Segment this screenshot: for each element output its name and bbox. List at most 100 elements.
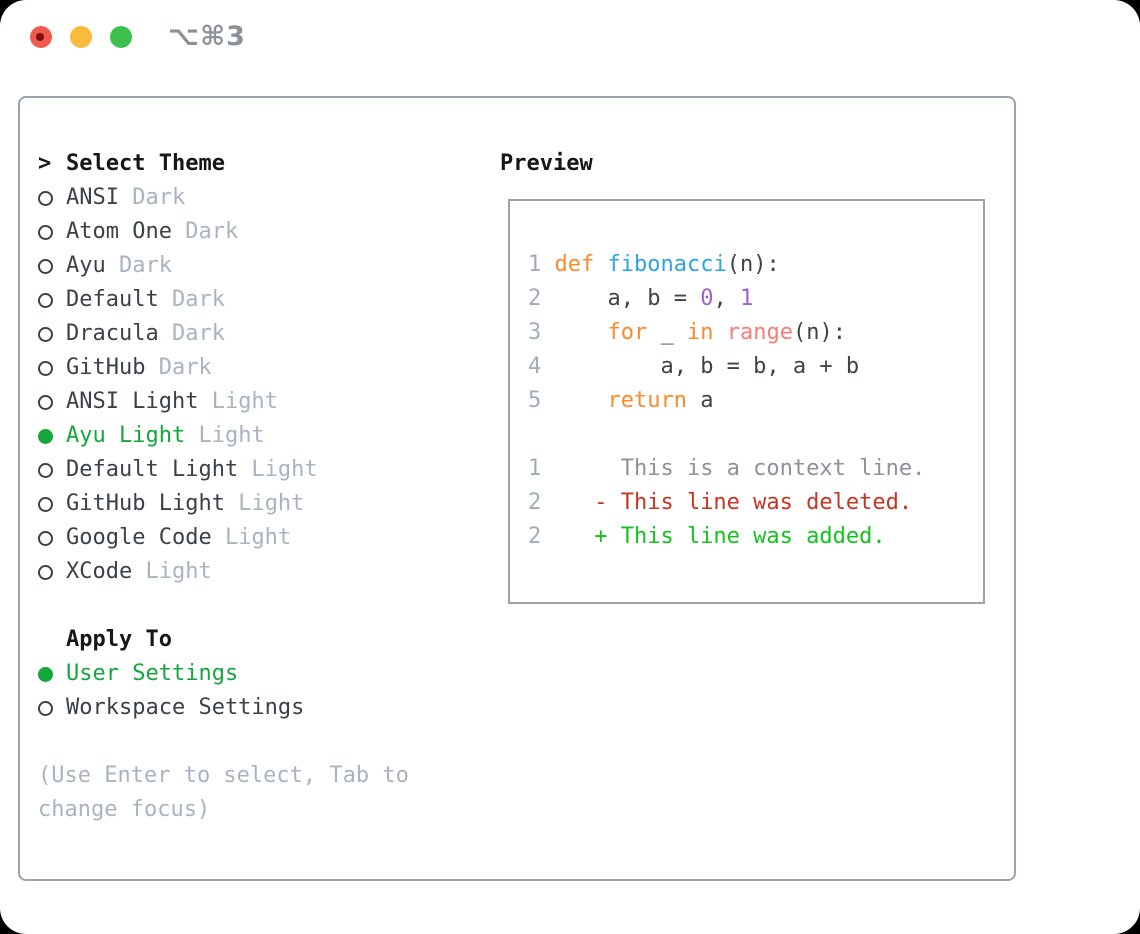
theme-option-default-light[interactable]: Default Light Light xyxy=(38,453,409,487)
theme-variant-label: Light xyxy=(198,389,278,414)
theme-option-github[interactable]: GitHub Dark xyxy=(38,351,409,385)
code-segment: fibonacci xyxy=(607,252,727,277)
radio-icon xyxy=(38,564,53,580)
code-segment xyxy=(713,320,726,345)
theme-name: Google Code xyxy=(66,525,212,550)
apply-to-indent xyxy=(38,623,66,657)
code-segment: a, b = b, a + b xyxy=(541,354,860,379)
code-segment: def xyxy=(554,252,595,277)
theme-variant-label: Dark xyxy=(158,321,225,346)
radio-icon xyxy=(38,258,53,274)
theme-option-ayu[interactable]: Ayu Dark xyxy=(38,249,409,283)
theme-variant-label: Dark xyxy=(158,287,225,312)
minimize-button[interactable] xyxy=(70,26,92,48)
hint-line-1: (Use Enter to select, Tab to xyxy=(38,763,409,788)
preview-code-line: 2 - This line was deleted. xyxy=(528,486,983,520)
apply-to-title: Apply To xyxy=(66,627,172,652)
preview-code-line: 1 This is a context line. xyxy=(528,452,983,486)
radio-icon xyxy=(38,292,53,308)
theme-option-ayu-light[interactable]: Ayu Light Light xyxy=(38,419,409,453)
apply-option-workspace-settings[interactable]: Workspace Settings xyxy=(38,691,409,725)
theme-option-dracula[interactable]: Dracula Dark xyxy=(38,317,409,351)
radio-selected-icon xyxy=(38,666,53,682)
theme-name: Ayu xyxy=(66,253,106,278)
code-segment xyxy=(594,252,607,277)
preview-title: Preview xyxy=(500,151,593,176)
code-segment xyxy=(541,252,554,277)
line-number: 3 xyxy=(528,320,542,345)
code-segment: 0 xyxy=(700,286,714,311)
radio-icon xyxy=(38,394,53,410)
code-segment: (n): xyxy=(792,320,846,345)
theme-name: ANSI xyxy=(66,185,119,210)
theme-option-default[interactable]: Default Dark xyxy=(38,283,409,317)
theme-name: Ayu Light xyxy=(66,423,186,448)
code-segment: in xyxy=(686,320,714,345)
preview-code-line: 3 for _ in range(n): xyxy=(528,316,983,350)
preview-code-line: 2 a, b = 0, 1 xyxy=(528,282,983,316)
line-number: 4 xyxy=(528,354,542,379)
theme-name: XCode xyxy=(66,559,133,584)
radio-icon xyxy=(38,360,53,376)
radio-icon xyxy=(38,326,53,342)
code-segment: return xyxy=(607,388,687,413)
maximize-button[interactable] xyxy=(110,26,132,48)
radio-icon xyxy=(38,190,53,206)
close-dot-icon xyxy=(36,33,44,41)
radio-icon xyxy=(38,462,53,478)
code-segment: a xyxy=(686,388,714,413)
theme-variant-label: Light xyxy=(238,457,318,482)
theme-variant-label: Dark xyxy=(145,355,212,380)
theme-option-google-code[interactable]: Google Code Light xyxy=(38,521,409,555)
code-segment: range xyxy=(726,320,793,345)
select-theme-title: Select Theme xyxy=(66,151,225,176)
theme-variant-label: Dark xyxy=(118,185,186,210)
preview-code-line: 2 + This line was added. xyxy=(528,520,983,554)
code-segment: (n): xyxy=(726,252,780,277)
theme-option-ansi[interactable]: ANSI Dark xyxy=(38,181,409,215)
code-segment: for xyxy=(607,320,648,345)
theme-option-atom-one[interactable]: Atom One Dark xyxy=(38,215,409,249)
theme-variant-label: Dark xyxy=(171,219,239,244)
theme-variant-label: Light xyxy=(132,559,212,584)
theme-name: ANSI Light xyxy=(66,389,199,414)
code-segment: _ xyxy=(647,320,687,345)
radio-icon xyxy=(38,496,53,512)
preview-code-line: 5 return a xyxy=(528,384,983,418)
close-button[interactable] xyxy=(30,26,52,48)
line-number: 2 xyxy=(528,490,542,515)
apply-to-header: Apply To xyxy=(38,623,409,657)
code-segment: This is a context line. xyxy=(541,456,926,481)
preview-code-line xyxy=(528,418,983,452)
theme-option-github-light[interactable]: GitHub Light Light xyxy=(38,487,409,521)
line-number: 2 xyxy=(528,286,542,311)
theme-name: Default xyxy=(66,287,159,312)
spacer xyxy=(38,725,409,759)
code-segment: , xyxy=(713,286,740,311)
theme-name: Dracula xyxy=(66,321,159,346)
apply-option-user-settings[interactable]: User Settings xyxy=(38,657,409,691)
preview-code-line: 4 a, b = b, a + b xyxy=(528,350,983,384)
radio-icon xyxy=(38,224,53,240)
code-segment xyxy=(541,388,607,413)
theme-variant-label: Light xyxy=(185,423,265,448)
theme-option-xcode[interactable]: XCode Light xyxy=(38,555,409,589)
theme-variant-label: Light xyxy=(211,525,292,550)
select-theme-header: > Select Theme xyxy=(38,147,409,181)
theme-variant-label: Light xyxy=(224,491,305,516)
theme-name: Atom One xyxy=(66,219,172,244)
radio-icon xyxy=(38,530,53,546)
preview-code-line: 1 def fibonacci(n): xyxy=(528,248,983,282)
apply-option-label: Workspace Settings xyxy=(66,695,305,720)
line-number: 2 xyxy=(528,524,542,549)
code-segment: + This line was added. xyxy=(541,524,886,549)
theme-name: Default Light xyxy=(66,457,239,482)
prompt-cursor-icon: > xyxy=(38,151,52,176)
titlebar: ⌥⌘3 xyxy=(0,0,1140,75)
theme-option-ansi-light[interactable]: ANSI Light Light xyxy=(38,385,409,419)
